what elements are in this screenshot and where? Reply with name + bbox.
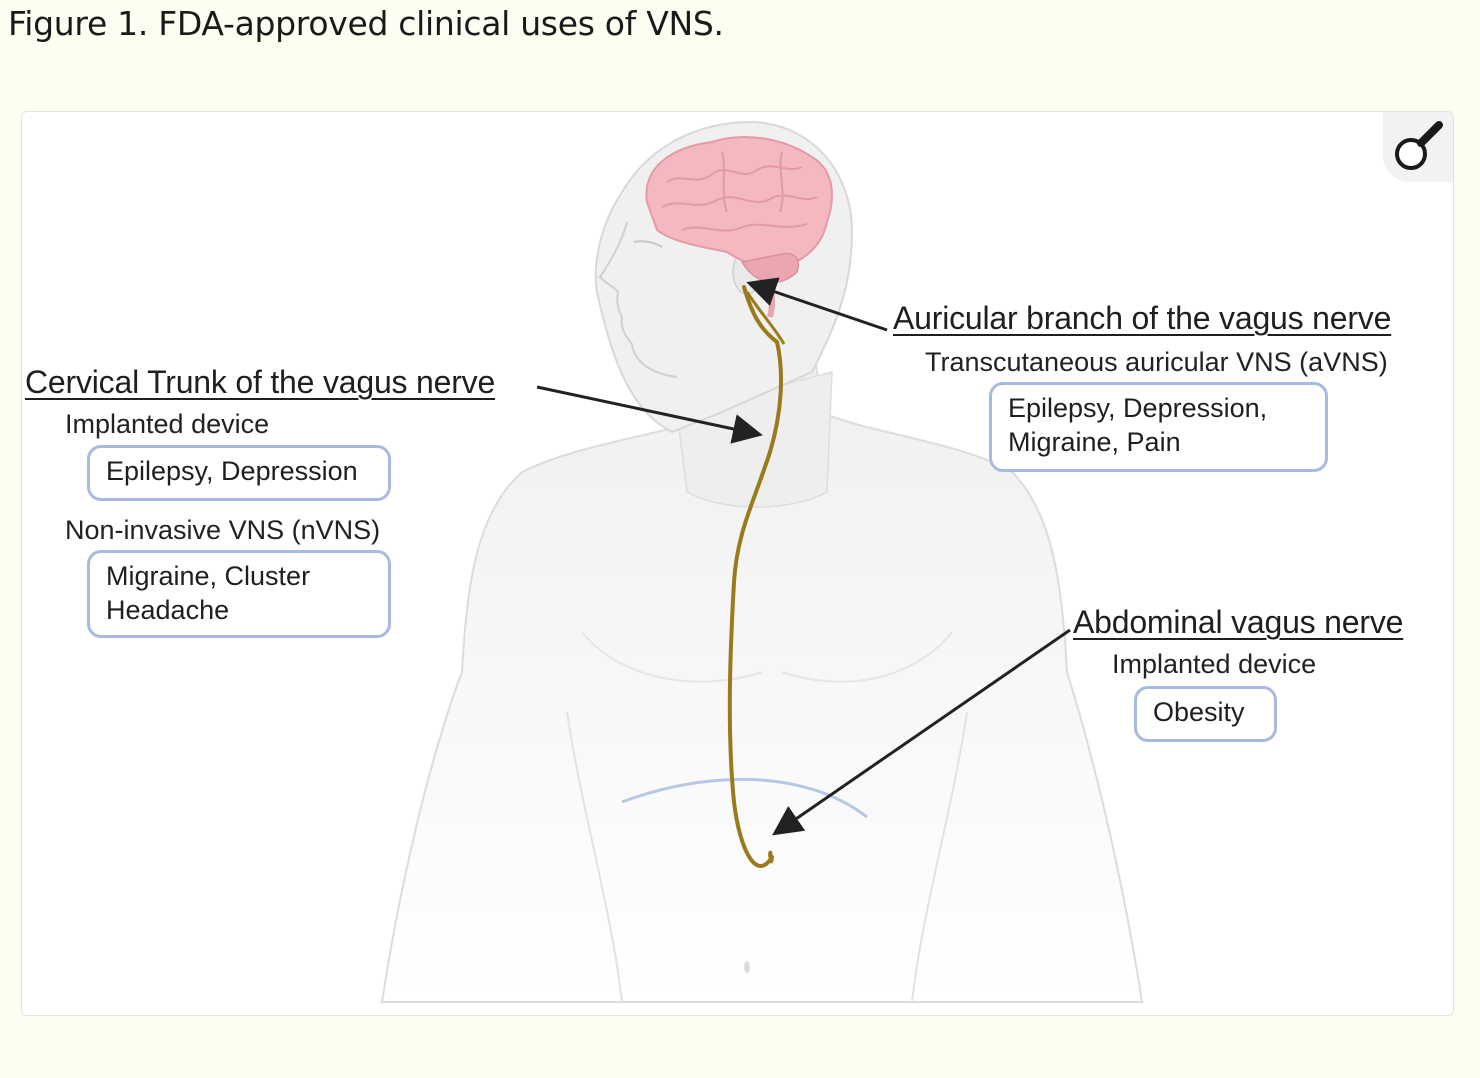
cervical-implanted-label: Implanted device [65,409,270,439]
cervical-noninvasive-label: Non-invasive VNS (nVNS) [65,515,381,545]
use-item: Headache [106,595,230,625]
cervical-heading: Cervical Trunk of the vagus nerve [25,364,496,400]
arrow-abdominal [772,628,1071,836]
use-item: Epilepsy, Depression, [1008,393,1268,423]
use-item: Migraine, Pain [1008,427,1181,457]
magnifier-icon [1395,121,1443,170]
vagus-nerve [727,285,784,868]
arrow-auricular [746,277,888,332]
body-illustration [380,120,1144,1003]
diaphragm-line [621,777,868,819]
abdominal-heading: Abdominal vagus nerve [1073,604,1404,640]
cervical-implanted-uses-box: Epilepsy, Depression [87,445,391,501]
figure-panel: Cervical Trunk of the vagus nerve Implan… [21,111,1454,1016]
use-item: Obesity [1153,697,1245,727]
auricular-method-label: Transcutaneous auricular VNS (aVNS) [925,347,1388,377]
zoom-button[interactable] [1383,112,1453,182]
arrow-cervical [536,385,763,444]
abdominal-method-label: Implanted device [1112,649,1317,679]
use-item: Epilepsy, Depression [106,456,358,486]
use-item: Migraine, Cluster [106,561,311,591]
auricular-uses-box: Epilepsy, Depression, Migraine, Pain [989,382,1328,472]
cervical-noninvasive-uses-box: Migraine, Cluster Headache [87,550,391,638]
abdominal-uses-box: Obesity [1134,686,1277,742]
auricular-heading: Auricular branch of the vagus nerve [893,300,1392,336]
figure-caption: Figure 1. FDA-approved clinical uses of … [8,4,724,43]
